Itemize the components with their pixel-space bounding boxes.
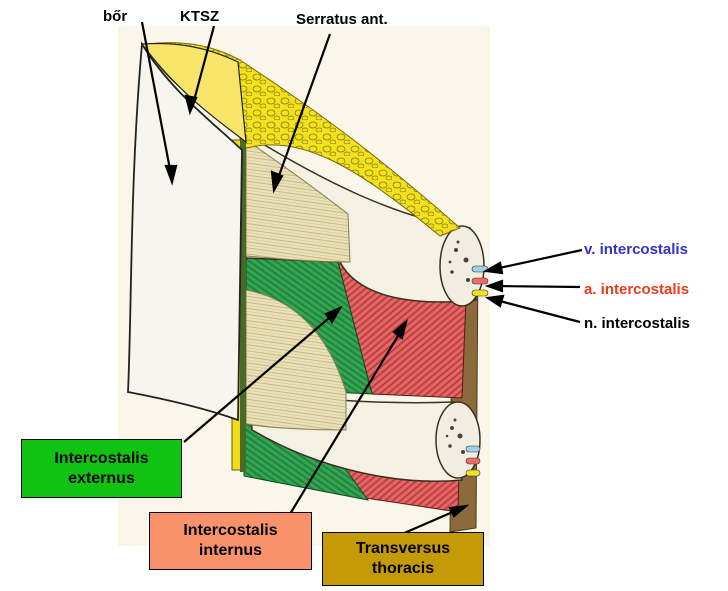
- serratus-muscle-lower: [245, 289, 347, 431]
- box-internus-line2: internus: [198, 542, 263, 559]
- label-ktsz: KTSZ: [180, 8, 220, 25]
- box-internus-line1: Intercostalis: [183, 522, 278, 539]
- label-artery: a. intercostalis: [584, 281, 690, 298]
- rib-lower-end: [435, 401, 481, 479]
- neurovascular-bundle-upper: [471, 265, 489, 297]
- box-transversus-line2: thoracis: [371, 560, 435, 577]
- label-vein: v. intercostalis: [584, 241, 688, 258]
- label-serratus: Serratus ant.: [296, 11, 388, 28]
- skin-layer: [127, 41, 243, 422]
- rib-upper-marrow: [448, 240, 470, 282]
- label-nerve: n. intercostalis: [584, 315, 690, 332]
- serratus-muscle-upper: [245, 139, 351, 263]
- box-intercostalis-externus: Intercostalis externus: [21, 439, 182, 498]
- box-externus-line2: externus: [68, 469, 135, 487]
- fascia-strip: [240, 140, 246, 472]
- box-transversus-thoracis: Transversus thoracis: [322, 532, 484, 586]
- neurovascular-bundle-lower: [465, 445, 481, 477]
- label-skin: bőr: [103, 8, 128, 25]
- box-externus-line1: Intercostalis: [54, 449, 149, 467]
- box-intercostalis-internus: Intercostalis internus: [149, 512, 312, 570]
- leader-lines: [140, 21, 583, 536]
- rib-lower-marrow: [445, 418, 465, 454]
- skin-edge: [140, 42, 247, 144]
- box-transversus-line1: Transversus: [355, 540, 451, 557]
